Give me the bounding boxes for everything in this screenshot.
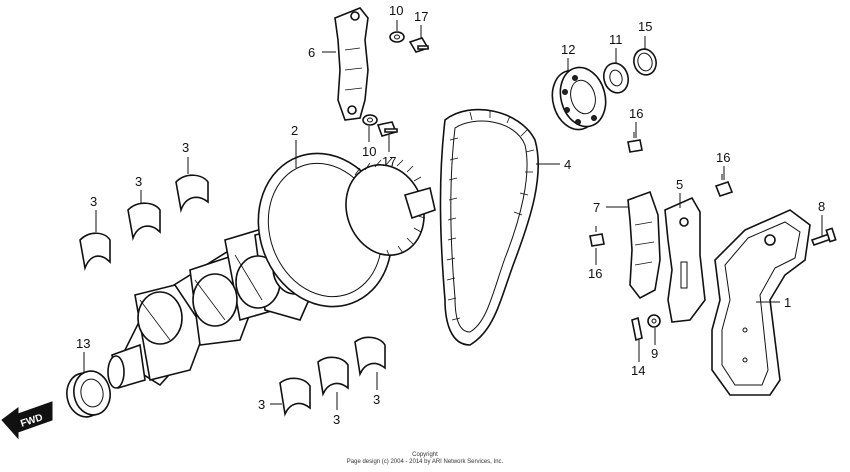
bolt-16-upper [627,132,643,153]
bearing-12 [551,66,607,131]
copyright-heading: Copyright [412,452,438,458]
callout-16-right: 16 [716,150,730,165]
bolt-17-top [408,37,430,53]
callout-11: 11 [609,32,623,47]
callout-7: 7 [593,200,600,215]
bearing-shell-3-a [79,232,111,271]
washer-10-lower [362,114,378,126]
callout-3-d: 3 [258,397,265,412]
callout-16-upper: 16 [629,106,643,121]
flywheel-2 [257,152,436,308]
washer-9 [647,314,661,328]
callout-10-top: 10 [389,3,403,18]
bolt-8 [810,227,837,247]
pin-14 [631,316,643,342]
bolt-16-right [714,174,734,197]
callout-3-c: 3 [182,140,189,155]
callout-3-b: 3 [135,174,142,189]
bearing-shell-3-f [354,336,386,377]
circlip-15 [633,48,657,76]
tensioner-7 [627,190,661,300]
bolt-16-left [589,226,605,247]
bearing-shell-3-b [127,202,161,241]
callout-4: 4 [564,157,571,172]
callout-labels: 6 10 17 10 17 2 12 11 15 16 4 16 3 3 3 7… [76,3,825,427]
bearing-shell-3-d [279,377,311,417]
callout-16-left: 16 [588,266,602,281]
bearing-shell-3-e [317,356,349,397]
callout-14: 14 [631,363,645,378]
bearing-shell-3-c [175,174,209,214]
callout-5: 5 [676,177,683,192]
oil-seal-13 [66,370,111,418]
callout-8: 8 [818,199,825,214]
collar-11 [602,62,630,94]
copyright-notice: Page design (c) 2004 - 2014 by ARI Netwo… [346,459,504,465]
bracket-5 [664,196,706,323]
callout-17-lower: 17 [382,154,396,169]
callout-6: 6 [308,45,315,60]
callout-3-a: 3 [90,194,97,209]
forward-arrow-icon: FWD [1,401,53,440]
callout-12: 12 [561,42,575,57]
cam-chain-guide-6 [334,7,369,121]
bolt-17-lower [376,121,398,137]
callout-1: 1 [784,295,791,310]
callout-17-top: 17 [414,9,428,24]
callout-3-f: 3 [373,392,380,407]
callout-13: 13 [76,336,90,351]
callout-2: 2 [291,123,298,138]
callout-9: 9 [651,346,658,361]
cam-chain-4 [439,108,540,346]
callout-15: 15 [638,19,652,34]
washer-10-top [389,31,405,43]
callout-3-e: 3 [333,412,340,427]
callout-10-lower: 10 [362,144,376,159]
leader-lines [83,20,823,410]
